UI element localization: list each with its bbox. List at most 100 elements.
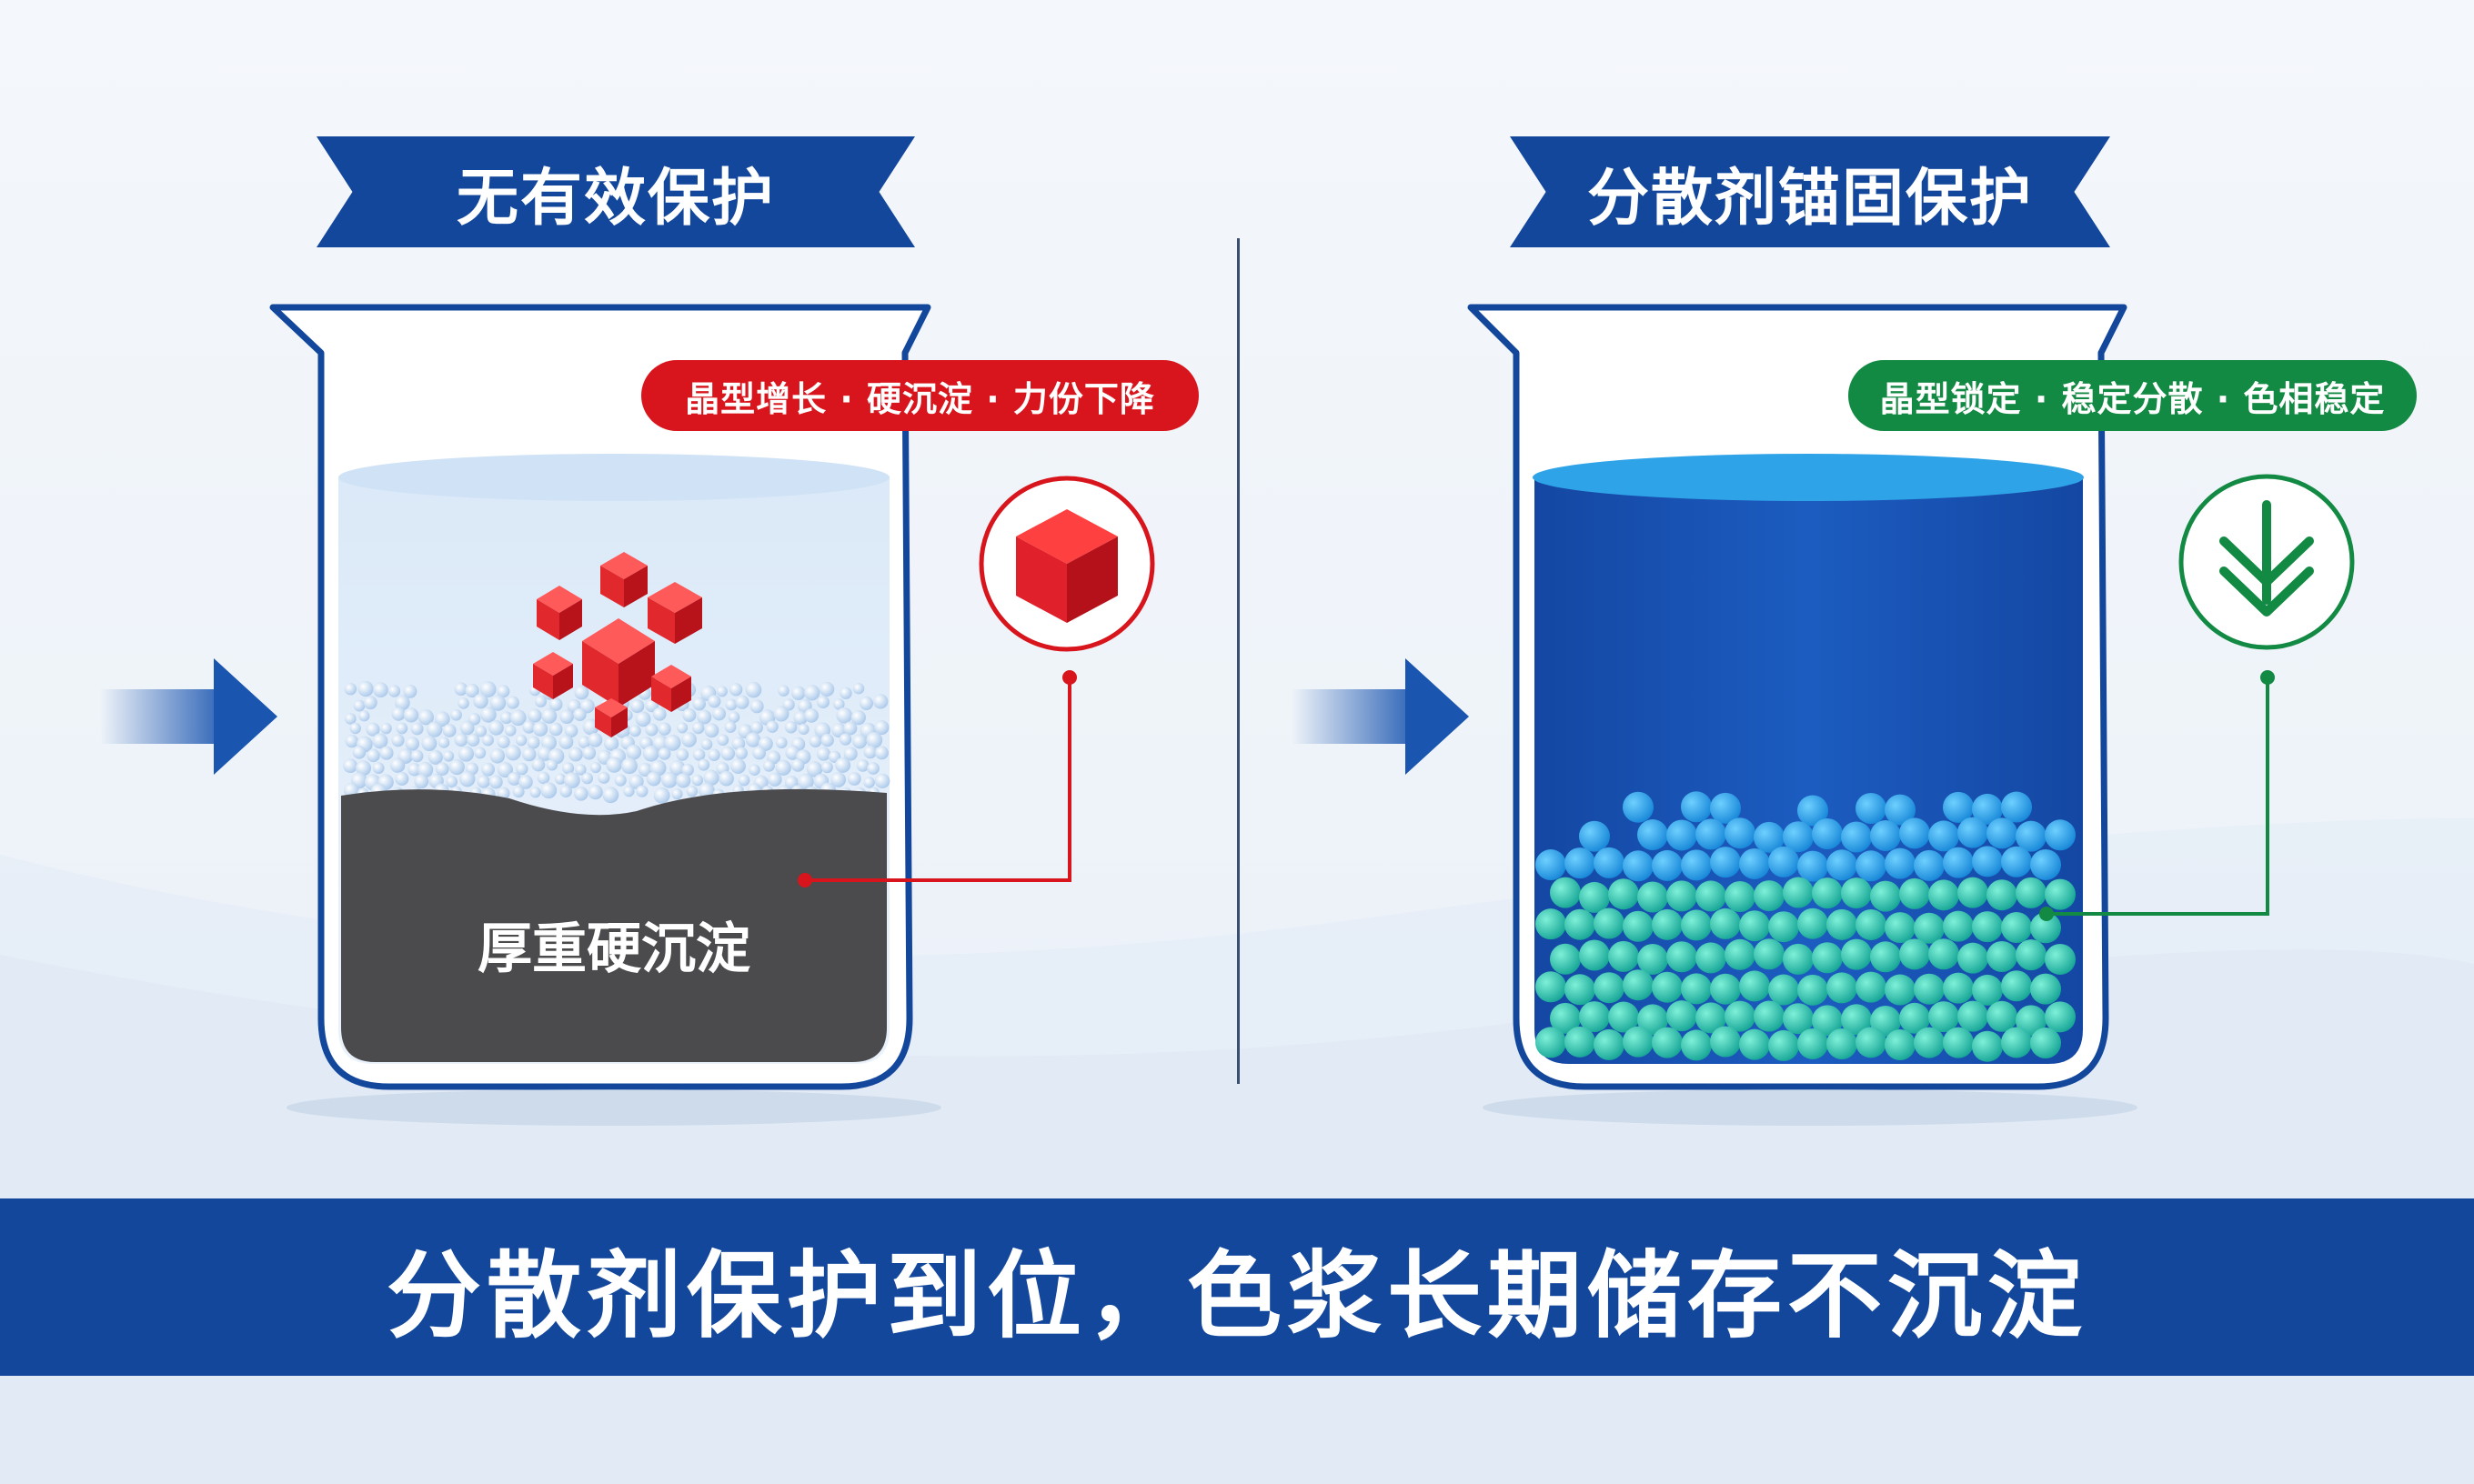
suspended-particle bbox=[843, 747, 858, 761]
right-title-banner: 分散剂锚固保护 bbox=[1510, 136, 2110, 247]
suspended-particle bbox=[708, 695, 721, 708]
suspended-particle bbox=[546, 759, 558, 771]
dispersed-particle bbox=[1535, 971, 1566, 1003]
suspended-particle bbox=[752, 746, 767, 760]
suspended-particle bbox=[686, 785, 699, 797]
dispersed-particle bbox=[1695, 942, 1726, 974]
suspended-particle bbox=[442, 724, 457, 737]
suspended-particle bbox=[604, 736, 619, 751]
dispersed-particle bbox=[1564, 974, 1595, 1006]
suspended-particle bbox=[831, 722, 847, 738]
suspended-particle bbox=[507, 771, 521, 786]
dispersed-particle bbox=[1666, 819, 1697, 851]
suspended-particle bbox=[692, 697, 707, 711]
suspended-particle bbox=[459, 770, 476, 787]
suspended-particle bbox=[664, 734, 681, 751]
suspended-particle bbox=[534, 695, 548, 707]
dispersed-particle bbox=[1899, 817, 1930, 849]
dispersed-particle bbox=[1870, 880, 1901, 912]
suspended-particle bbox=[820, 761, 833, 774]
dispersed-particle bbox=[1579, 1001, 1610, 1033]
suspended-particle bbox=[529, 787, 541, 798]
suspended-particle bbox=[658, 722, 671, 736]
suspended-particle bbox=[480, 707, 497, 723]
dispersed-particle bbox=[1725, 817, 1755, 849]
dispersed-particle bbox=[2045, 943, 2076, 975]
suspended-particle bbox=[835, 757, 851, 773]
suspended-particle bbox=[775, 737, 788, 749]
dispersed-particle bbox=[1652, 971, 1683, 1003]
suspended-particle bbox=[700, 738, 713, 750]
dispersed-particle bbox=[1986, 817, 2017, 849]
suspended-particle bbox=[738, 774, 750, 787]
dispersed-particle bbox=[1943, 791, 1974, 823]
suspended-particle bbox=[531, 757, 546, 772]
suspended-particle bbox=[488, 720, 504, 736]
dispersed-particle bbox=[1783, 943, 1814, 975]
suspended-particle bbox=[564, 724, 578, 738]
dispersed-particle bbox=[1856, 908, 1886, 940]
dispersed-particle bbox=[1579, 939, 1610, 971]
dispersed-particle bbox=[1957, 942, 1988, 974]
suspended-particle bbox=[581, 772, 594, 785]
suspended-particle bbox=[636, 785, 649, 797]
dispersed-particle bbox=[2001, 1027, 2032, 1058]
dispersed-particle bbox=[1768, 911, 1799, 943]
right-beaker bbox=[1467, 304, 2275, 1090]
center-divider bbox=[1237, 238, 1240, 1084]
suspended-particle bbox=[863, 777, 875, 788]
suspended-particle bbox=[509, 709, 527, 727]
suspended-particle bbox=[403, 707, 419, 723]
dispersed-particles bbox=[1535, 791, 2076, 1062]
dispersed-particle bbox=[1550, 943, 1581, 975]
suspended-particle bbox=[405, 737, 420, 751]
suspended-particle bbox=[582, 746, 597, 760]
suspended-particle bbox=[629, 725, 641, 737]
dispersed-particle bbox=[1783, 877, 1814, 908]
dispersed-particle bbox=[2016, 877, 2047, 908]
dispersed-particle bbox=[1725, 938, 1755, 970]
suspended-particle bbox=[735, 695, 749, 709]
dispersed-particle bbox=[1666, 1000, 1697, 1032]
dispersed-particle bbox=[1535, 1027, 1566, 1058]
suspended-particle bbox=[537, 771, 550, 785]
dispersed-particle bbox=[1914, 849, 1945, 881]
suspended-particle bbox=[681, 763, 694, 777]
suspended-particle bbox=[820, 733, 834, 747]
dispersed-particle bbox=[2016, 939, 2047, 971]
suspended-particle bbox=[809, 735, 822, 747]
dispersed-particle bbox=[1943, 972, 1974, 1004]
suspended-particle bbox=[540, 782, 558, 799]
dispersed-particle bbox=[2030, 848, 2061, 880]
suspended-particle bbox=[745, 732, 761, 747]
suspended-particle bbox=[719, 770, 734, 787]
dispersed-particle bbox=[1637, 1004, 1668, 1036]
suspended-particle bbox=[387, 685, 401, 697]
suspended-particle bbox=[482, 734, 494, 747]
dispersed-particle bbox=[1986, 879, 2017, 911]
suspended-particle bbox=[626, 744, 642, 760]
suspended-particle bbox=[816, 747, 831, 761]
suspended-particle bbox=[575, 764, 587, 776]
dispersed-particle bbox=[1885, 847, 1916, 879]
dispersed-particle bbox=[1812, 877, 1843, 909]
suspended-particle bbox=[677, 722, 689, 734]
suspended-particle bbox=[506, 696, 519, 709]
dispersed-particle bbox=[1943, 847, 1974, 878]
suspended-particle bbox=[859, 696, 874, 710]
suspended-particle bbox=[504, 725, 517, 737]
suspended-particle bbox=[372, 733, 388, 749]
suspended-particle bbox=[728, 711, 740, 724]
beaker-shadow bbox=[1483, 1089, 2137, 1126]
dispersed-particle bbox=[1579, 820, 1610, 852]
suspended-particle bbox=[766, 720, 779, 733]
suspended-particle bbox=[833, 698, 845, 710]
dispersed-particle bbox=[1739, 910, 1770, 942]
dispersed-particle bbox=[1623, 1026, 1654, 1058]
suspended-particle bbox=[676, 748, 689, 761]
suspended-particle bbox=[454, 682, 468, 697]
suspended-particle bbox=[489, 747, 506, 764]
suspended-particle bbox=[703, 769, 719, 786]
suspended-particle bbox=[421, 735, 437, 752]
